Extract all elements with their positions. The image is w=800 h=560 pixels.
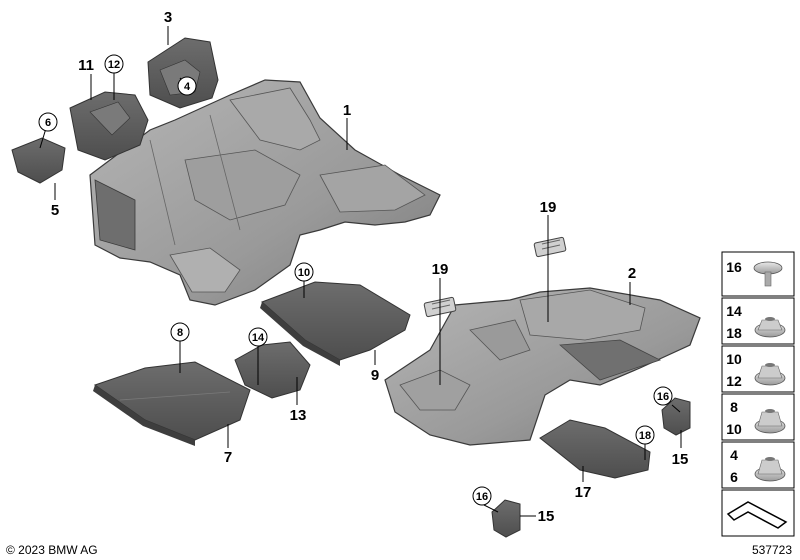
label-5: 5 <box>51 202 59 219</box>
circled-label-8: 8 <box>177 327 183 339</box>
image-number: 537723 <box>752 543 792 557</box>
part-5-pad <box>11 137 66 184</box>
part-3-insulation <box>147 37 219 109</box>
collar-nut-icon-3 <box>754 409 786 434</box>
push-rivet-icon <box>753 261 783 287</box>
label-17: 17 <box>575 484 592 501</box>
circled-label-16-lower: 16 <box>476 491 488 503</box>
part-13-bracket <box>234 341 311 399</box>
legend-row-8-10 <box>721 393 795 441</box>
label-15-upper: 15 <box>672 451 689 468</box>
label-2: 2 <box>628 265 636 282</box>
circle-10 <box>294 262 314 282</box>
part-9-floor-mat <box>260 281 411 366</box>
label-3: 3 <box>164 9 172 26</box>
label-19-upper: 19 <box>540 199 557 216</box>
collar-nut-icon-1 <box>754 317 786 338</box>
legend-row-14-18 <box>721 297 795 345</box>
legend-label-16: 16 <box>726 259 742 275</box>
legend-label-10b: 10 <box>726 421 742 437</box>
circled-label-6: 6 <box>45 117 51 129</box>
legend-row-16 <box>721 251 795 297</box>
leader-lines <box>39 26 682 517</box>
label-19-lower: 19 <box>432 261 449 278</box>
circled-label-4: 4 <box>184 81 191 93</box>
legend-label-6: 6 <box>730 469 738 485</box>
collar-nut-icon-4 <box>754 457 786 482</box>
part-2-rear-floor-carpet <box>384 287 701 446</box>
collar-nut-icon-2 <box>754 363 786 386</box>
copyright-text: © 2023 BMW AG <box>6 543 98 557</box>
label-13: 13 <box>290 407 307 424</box>
circle-16-lower <box>472 486 492 506</box>
circle-18 <box>635 425 655 445</box>
part-17-support <box>539 419 651 479</box>
circle-8 <box>170 322 190 342</box>
fastener-legend: 16 14 18 10 12 8 10 <box>721 251 795 537</box>
callout-labels: 3 11 1 5 19 19 2 9 13 7 15 17 15 <box>51 9 689 525</box>
legend-label-14: 14 <box>726 303 742 319</box>
legend-label-4: 4 <box>730 447 738 463</box>
label-1: 1 <box>343 102 351 119</box>
circle-6 <box>38 112 58 132</box>
part-1-front-floor-carpet <box>89 79 441 306</box>
circle-4 <box>177 76 197 96</box>
circle-14 <box>248 327 268 347</box>
part-15-clip-upper <box>661 397 691 436</box>
legend-label-10: 10 <box>726 351 742 367</box>
circled-label-18: 18 <box>639 430 651 442</box>
circle-16-upper <box>653 386 673 406</box>
label-11: 11 <box>78 57 94 74</box>
circled-label-12: 12 <box>108 59 120 71</box>
part-19-vent-upper <box>533 236 567 258</box>
part-11-cover <box>69 91 149 161</box>
circled-label-16-upper: 16 <box>657 391 669 403</box>
label-15-lower: 15 <box>538 508 555 525</box>
legend-row-4-6 <box>721 441 795 489</box>
legend-label-8: 8 <box>730 399 738 415</box>
legend-label-18: 18 <box>726 325 742 341</box>
circled-labels: 4 12 6 10 8 14 16 18 16 <box>38 54 673 506</box>
circle-12 <box>104 54 124 74</box>
part-15-clip-lower <box>491 499 521 538</box>
label-9: 9 <box>371 367 379 384</box>
label-7: 7 <box>224 449 232 466</box>
part-7-floor-mat <box>93 361 251 446</box>
angle-bracket-icon <box>726 501 788 529</box>
circled-label-10: 10 <box>298 267 310 279</box>
legend-row-10-12 <box>721 345 795 393</box>
circled-label-14: 14 <box>252 332 265 344</box>
legend-label-12: 12 <box>726 373 742 389</box>
